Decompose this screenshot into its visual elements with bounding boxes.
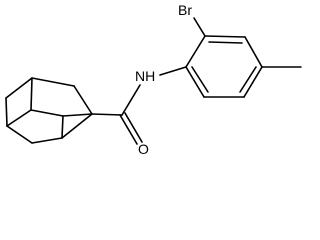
- bond-carbonyl-oxygen-b: [124, 112, 143, 143]
- bond-ring-to-bromine: [193, 17, 206, 37]
- bond-ring-6-inner: [191, 66, 209, 93]
- bond-adamantane-8: [30, 77, 33, 111]
- bromine-label: Br: [178, 2, 192, 18]
- bond-ring-1: [185, 35, 206, 68]
- bond-ring-2: [204, 35, 246, 38]
- adamantane-cage: [5, 77, 93, 144]
- bond-cage-to-carbonyl: [91, 113, 123, 116]
- amide-nitrogen-label: NH: [135, 68, 155, 84]
- bond-adamantane-2: [31, 77, 75, 87]
- bond-adamantane-7: [61, 113, 93, 139]
- bond-adamantane-4: [5, 97, 8, 127]
- bond-ring-4-inner: [239, 66, 257, 93]
- bond-adamantane-6: [31, 137, 63, 144]
- bond-adamantane-3: [73, 85, 93, 115]
- bond-ring-6: [185, 66, 205, 98]
- carbonyl-oxygen-label: O: [138, 141, 149, 155]
- bond-adamantane-11: [61, 115, 64, 139]
- phenyl-ring: [185, 17, 302, 98]
- bond-adamantane-12: [6, 109, 32, 127]
- chemical-structure-figure: Br NH O: [5, 2, 302, 155]
- bond-carbonyl-oxygen-a: [119, 114, 138, 145]
- bond-carbonyl-to-nitrogen: [121, 84, 141, 116]
- bond-ring-3: [244, 36, 263, 68]
- bond-adamantane-5: [6, 125, 33, 144]
- bond-ring-2-inner: [208, 41, 243, 44]
- amide-group: [91, 66, 187, 145]
- molecule-drawing: Br NH O: [5, 2, 302, 155]
- bond-adamantane-9: [30, 109, 64, 117]
- bond-adamantane-10: [62, 113, 93, 117]
- bond-adamantane-1: [5, 77, 33, 99]
- bond-ring-4: [243, 66, 263, 98]
- bond-nitrogen-to-ring: [159, 66, 187, 76]
